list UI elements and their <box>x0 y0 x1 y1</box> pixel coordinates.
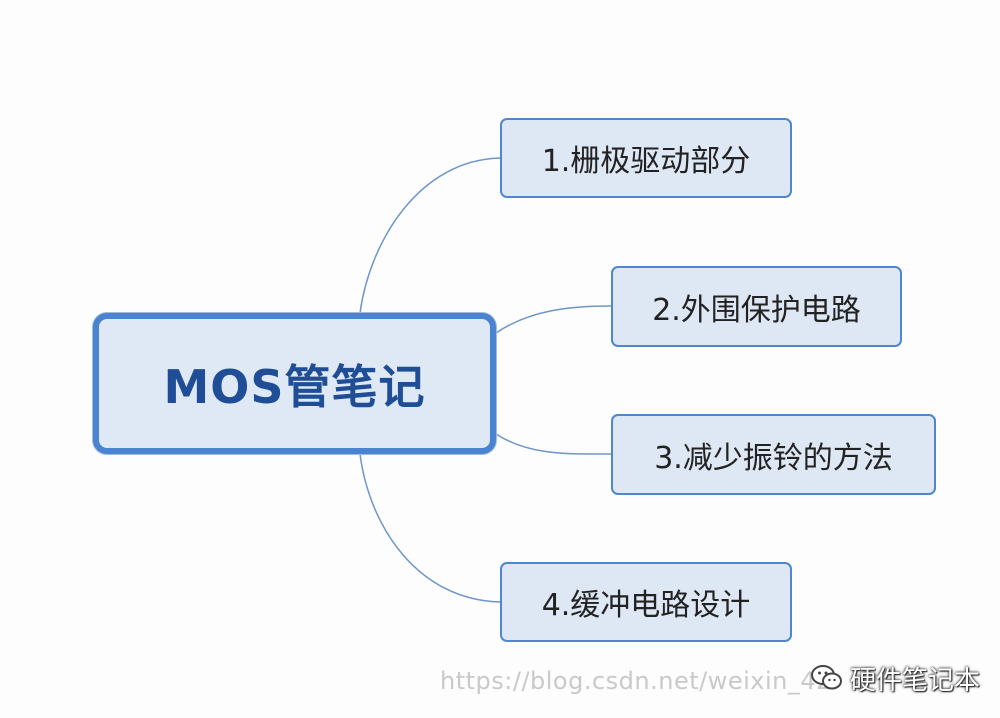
connector-topic-3 <box>495 433 612 455</box>
connector-topic-2 <box>495 305 612 334</box>
topic-label: 3.减少振铃的方法 <box>654 440 893 476</box>
watermark-brand: 硬件笔记本 <box>850 666 981 696</box>
topic-label: 2.外围保护电路 <box>652 292 861 328</box>
topic-node-4[interactable]: 4.缓冲电路设计 <box>500 562 792 642</box>
topic-node-2[interactable]: 2.外围保护电路 <box>611 266 902 347</box>
topic-label: 1.栅极驱动部分 <box>541 144 751 179</box>
connector-topic-1 <box>359 157 501 314</box>
watermark-url: https://blog.csdn.net/weixin_42 <box>440 667 832 695</box>
wechat-icon <box>811 665 842 690</box>
central-topic-label: MOS管笔记 <box>163 359 426 414</box>
topic-node-3[interactable]: 3.减少振铃的方法 <box>611 414 936 495</box>
topic-node-1[interactable]: 1.栅极驱动部分 <box>500 118 792 198</box>
topic-label: 4.缓冲电路设计 <box>541 588 751 623</box>
connector-topic-4 <box>359 453 501 603</box>
central-topic[interactable]: MOS管笔记 <box>93 313 496 454</box>
